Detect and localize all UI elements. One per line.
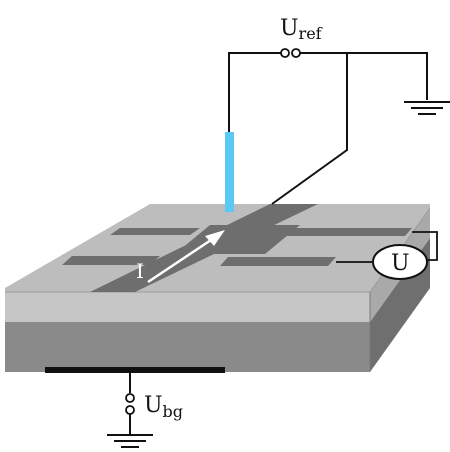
u-ref-terminal-right (291, 48, 301, 58)
ground-icon-bottom (107, 434, 153, 448)
substrate-front-dark (5, 322, 370, 372)
u-ref-label: Uref (280, 16, 323, 43)
current-label: I (136, 259, 144, 283)
u-ref-terminal-left (280, 48, 290, 58)
u-bg-terminal-top (125, 393, 135, 403)
hall-bar-center (175, 225, 300, 254)
hall-bar-arm-right-lower (220, 257, 336, 266)
hall-bar (62, 204, 412, 292)
u-bg-circuit (125, 373, 135, 434)
current-arrow (147, 230, 225, 284)
back-gate-electrode (45, 367, 225, 373)
hall-bar-arm-left-lower (62, 256, 160, 265)
voltmeter-label: U (391, 251, 410, 276)
hall-bar-arm-right-upper (285, 228, 412, 236)
voltmeter (336, 231, 438, 280)
hall-bar-arm-left-upper (110, 228, 200, 235)
ground-icon (404, 101, 450, 115)
u-ref-circuit (228, 48, 428, 205)
u-bg-terminal-bottom (125, 405, 135, 415)
substrate-front-light (5, 292, 370, 322)
probe-tip (225, 132, 234, 212)
u-bg-label: Ubg (144, 393, 183, 421)
